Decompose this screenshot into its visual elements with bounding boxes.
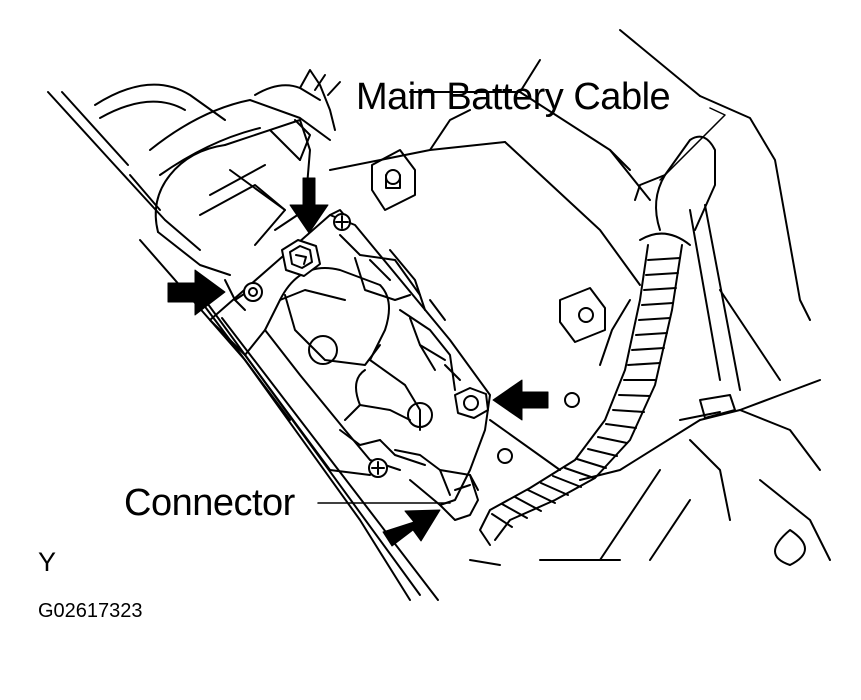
wire-harness (95, 70, 340, 250)
arrow-icon (493, 380, 548, 420)
arrow-icon (168, 270, 225, 315)
leader-main-battery-cable (660, 108, 725, 180)
arrow-icon (290, 178, 328, 233)
panel-studs (372, 150, 605, 342)
view-letter: Y (38, 547, 57, 577)
arrow-icon (383, 510, 440, 546)
bolt-icon (282, 240, 320, 276)
fasteners (244, 214, 488, 477)
leader-lines (318, 108, 725, 503)
terminal-clamp-boot (156, 120, 310, 275)
main-battery-cable-label: Main Battery Cable (356, 76, 671, 118)
figure-code: G02617323 (38, 600, 143, 622)
bolt-icon (455, 388, 488, 418)
screw-icon (244, 283, 262, 301)
fuse-block (210, 210, 490, 520)
main-battery-cable (480, 137, 715, 545)
pointer-arrows (168, 178, 548, 546)
connector-label: Connector (124, 482, 295, 524)
